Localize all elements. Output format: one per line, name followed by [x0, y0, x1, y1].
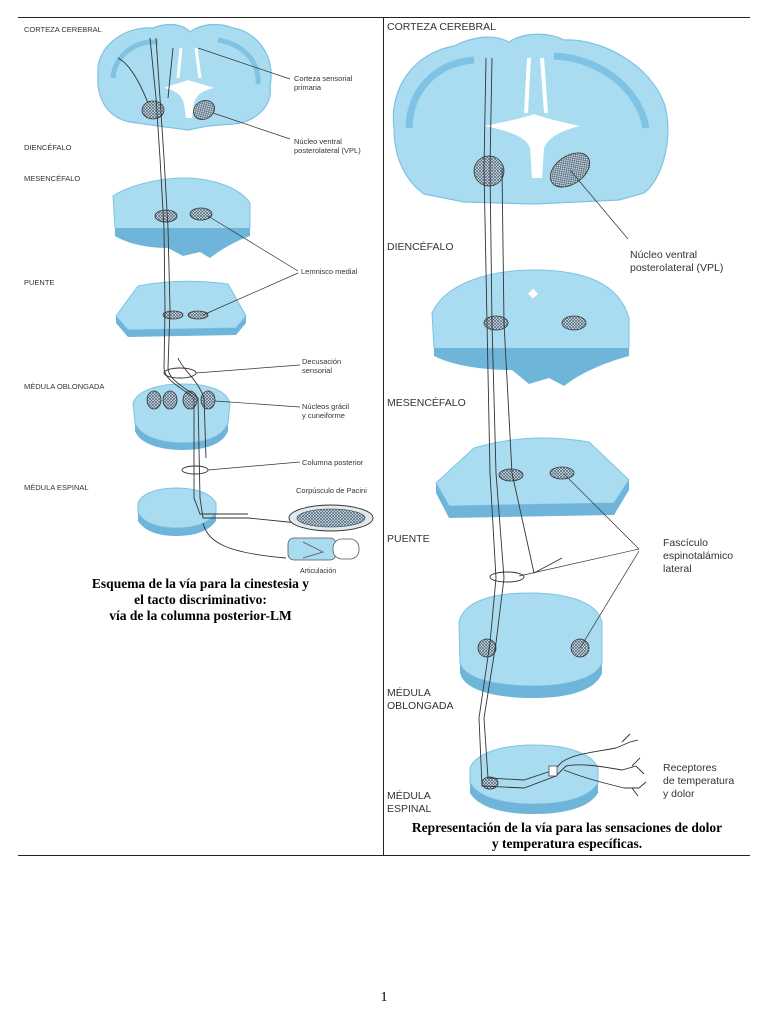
left-lemniscus-pons-2 — [187, 310, 209, 320]
left-posterior-column-marker — [181, 465, 209, 475]
left-lemniscus-mesencephalon-1 — [154, 209, 178, 223]
right-decussation-marker — [489, 571, 525, 583]
left-lemniscus-pons-1 — [162, 310, 184, 320]
left-label-medulla: MÉDULA OBLONGADA — [24, 382, 104, 391]
left-label-spinal: MÉDULA ESPINAL — [24, 483, 89, 492]
annotation-fasciculus-1: Fascículo — [663, 537, 708, 549]
left-annotations: Corteza sensorial primaria Núcleo ventra… — [294, 74, 367, 575]
left-caption-line-2: el tacto discriminativo: — [134, 592, 267, 607]
right-mesencephalon-section — [431, 269, 630, 386]
annotation-sensory-cortex-2: primaria — [294, 83, 322, 92]
right-label-pons: PUENTE — [387, 533, 430, 545]
right-dorsal-horn-marker — [548, 765, 558, 777]
left-cuneate-nucleus-2 — [200, 390, 216, 410]
annotation-pacini: Corpúsculo de Pacini — [296, 486, 367, 495]
annotation-receptors-1: Receptores — [663, 762, 717, 774]
right-vpl-nucleus-left — [473, 155, 505, 187]
right-tract-medulla-1 — [477, 638, 497, 658]
annotation-decussation-2: sensorial — [302, 366, 332, 375]
right-tract-pons-1 — [498, 468, 524, 482]
left-label-pons: PUENTE — [24, 278, 54, 287]
left-label-diencephalon: DIENCÉFALO — [24, 143, 72, 152]
spinothalamic-pathway-diagram: CORTEZA CEREBRAL DIENCÉFALO MESENCÉFALO … — [387, 21, 734, 815]
left-vpl-nucleus-cortex — [141, 100, 165, 120]
right-pons-section — [435, 437, 630, 518]
annotation-sensory-cortex-1: Corteza sensorial — [294, 74, 353, 83]
annotation-lemniscus: Lemnisco medial — [301, 267, 358, 276]
left-caption-line-1: Esquema de la vía para la cinestesia y — [91, 576, 310, 591]
right-tract-pons-2 — [549, 466, 575, 480]
right-caption-line-2: y temperatura específicas. — [491, 836, 643, 851]
right-leader-lines — [518, 169, 640, 649]
left-label-mesencephalon: MESENCÉFALO — [24, 174, 80, 183]
left-lemniscus-mesencephalon-2 — [189, 207, 213, 221]
annotation-receptors-2: de temperatura — [663, 775, 734, 787]
left-caption: Esquema de la vía para la cinestesia y e… — [18, 576, 383, 624]
joint-illustration — [287, 537, 360, 561]
right-label-spinal-1: MÉDULA — [387, 789, 431, 802]
annotation-right-vpl-2: posterolateral (VPL) — [630, 262, 723, 274]
left-cuneate-nucleus-1 — [182, 390, 198, 410]
right-label-spinal-2: ESPINAL — [387, 803, 432, 815]
annotation-vpl-1: Núcleo ventral — [294, 137, 342, 146]
right-cerebrum — [392, 33, 669, 205]
left-vpl-nucleus-right — [193, 100, 215, 120]
right-diagram-panel: CORTEZA CEREBRAL DIENCÉFALO MESENCÉFALO … — [384, 18, 750, 855]
right-pathway-fibers — [478, 57, 647, 797]
right-tract-mesencephalon-1 — [483, 315, 509, 331]
left-diagram-panel: CORTEZA CEREBRAL DIENCÉFALO MESENCÉFALO … — [18, 18, 383, 855]
left-caption-line-3: vía de la columna posterior-LM — [109, 608, 292, 623]
right-annotations: Núcleo ventral posterolateral (VPL) Fasc… — [630, 249, 734, 800]
annotation-nuclei-1: Núcleos grácil — [302, 402, 349, 411]
annotation-receptors-3: y dolor — [663, 788, 695, 800]
pacini-corpuscle — [288, 504, 374, 532]
annotation-nuclei-2: y cuneiforme — [302, 411, 345, 420]
left-gracile-nucleus-2 — [162, 390, 178, 410]
annotation-fasciculus-2: espinotalámico — [663, 550, 733, 562]
panel-divider — [383, 17, 384, 856]
left-level-labels: CORTEZA CEREBRAL DIENCÉFALO MESENCÉFALO … — [24, 25, 104, 492]
left-pons-section — [115, 280, 247, 337]
annotation-vpl-2: posterolateral (VPL) — [294, 146, 361, 155]
left-label-cortex: CORTEZA CEREBRAL — [24, 25, 102, 34]
right-tract-mesencephalon-2 — [561, 315, 587, 331]
right-level-labels: CORTEZA CEREBRAL DIENCÉFALO MESENCÉFALO … — [387, 21, 496, 815]
left-pathway-fibers — [117, 37, 299, 559]
left-spinal-cord-section — [137, 487, 217, 536]
annotation-decussation-1: Decusación — [302, 357, 341, 366]
dorsal-column-pathway-diagram: CORTEZA CEREBRAL DIENCÉFALO MESENCÉFALO … — [24, 23, 374, 575]
right-label-cortex: CORTEZA CEREBRAL — [387, 21, 496, 33]
right-label-medulla-1: MÉDULA — [387, 686, 431, 699]
annotation-posterior-column: Columna posterior — [302, 458, 364, 467]
annotation-right-vpl-1: Núcleo ventral — [630, 249, 697, 261]
right-label-medulla-2: OBLONGADA — [387, 700, 454, 712]
right-medulla-section — [458, 592, 603, 698]
left-mesencephalon-section — [112, 177, 251, 258]
left-cerebrum — [97, 23, 272, 131]
annotation-fasciculus-3: lateral — [663, 563, 692, 575]
right-label-diencephalon: DIENCÉFALO — [387, 240, 454, 253]
left-medulla-section — [132, 383, 231, 450]
right-caption: Representación de la vía para las sensac… — [384, 820, 750, 852]
figure-frame — [18, 17, 750, 856]
annotation-joint: Articulación — [300, 568, 336, 575]
left-gracile-nucleus-1 — [146, 390, 162, 410]
right-caption-line-1: Representación de la vía para las sensac… — [411, 820, 723, 835]
right-label-mesencephalon: MESENCÉFALO — [387, 396, 466, 409]
page-number: 1 — [380, 990, 388, 1005]
left-leader-lines — [195, 47, 301, 471]
